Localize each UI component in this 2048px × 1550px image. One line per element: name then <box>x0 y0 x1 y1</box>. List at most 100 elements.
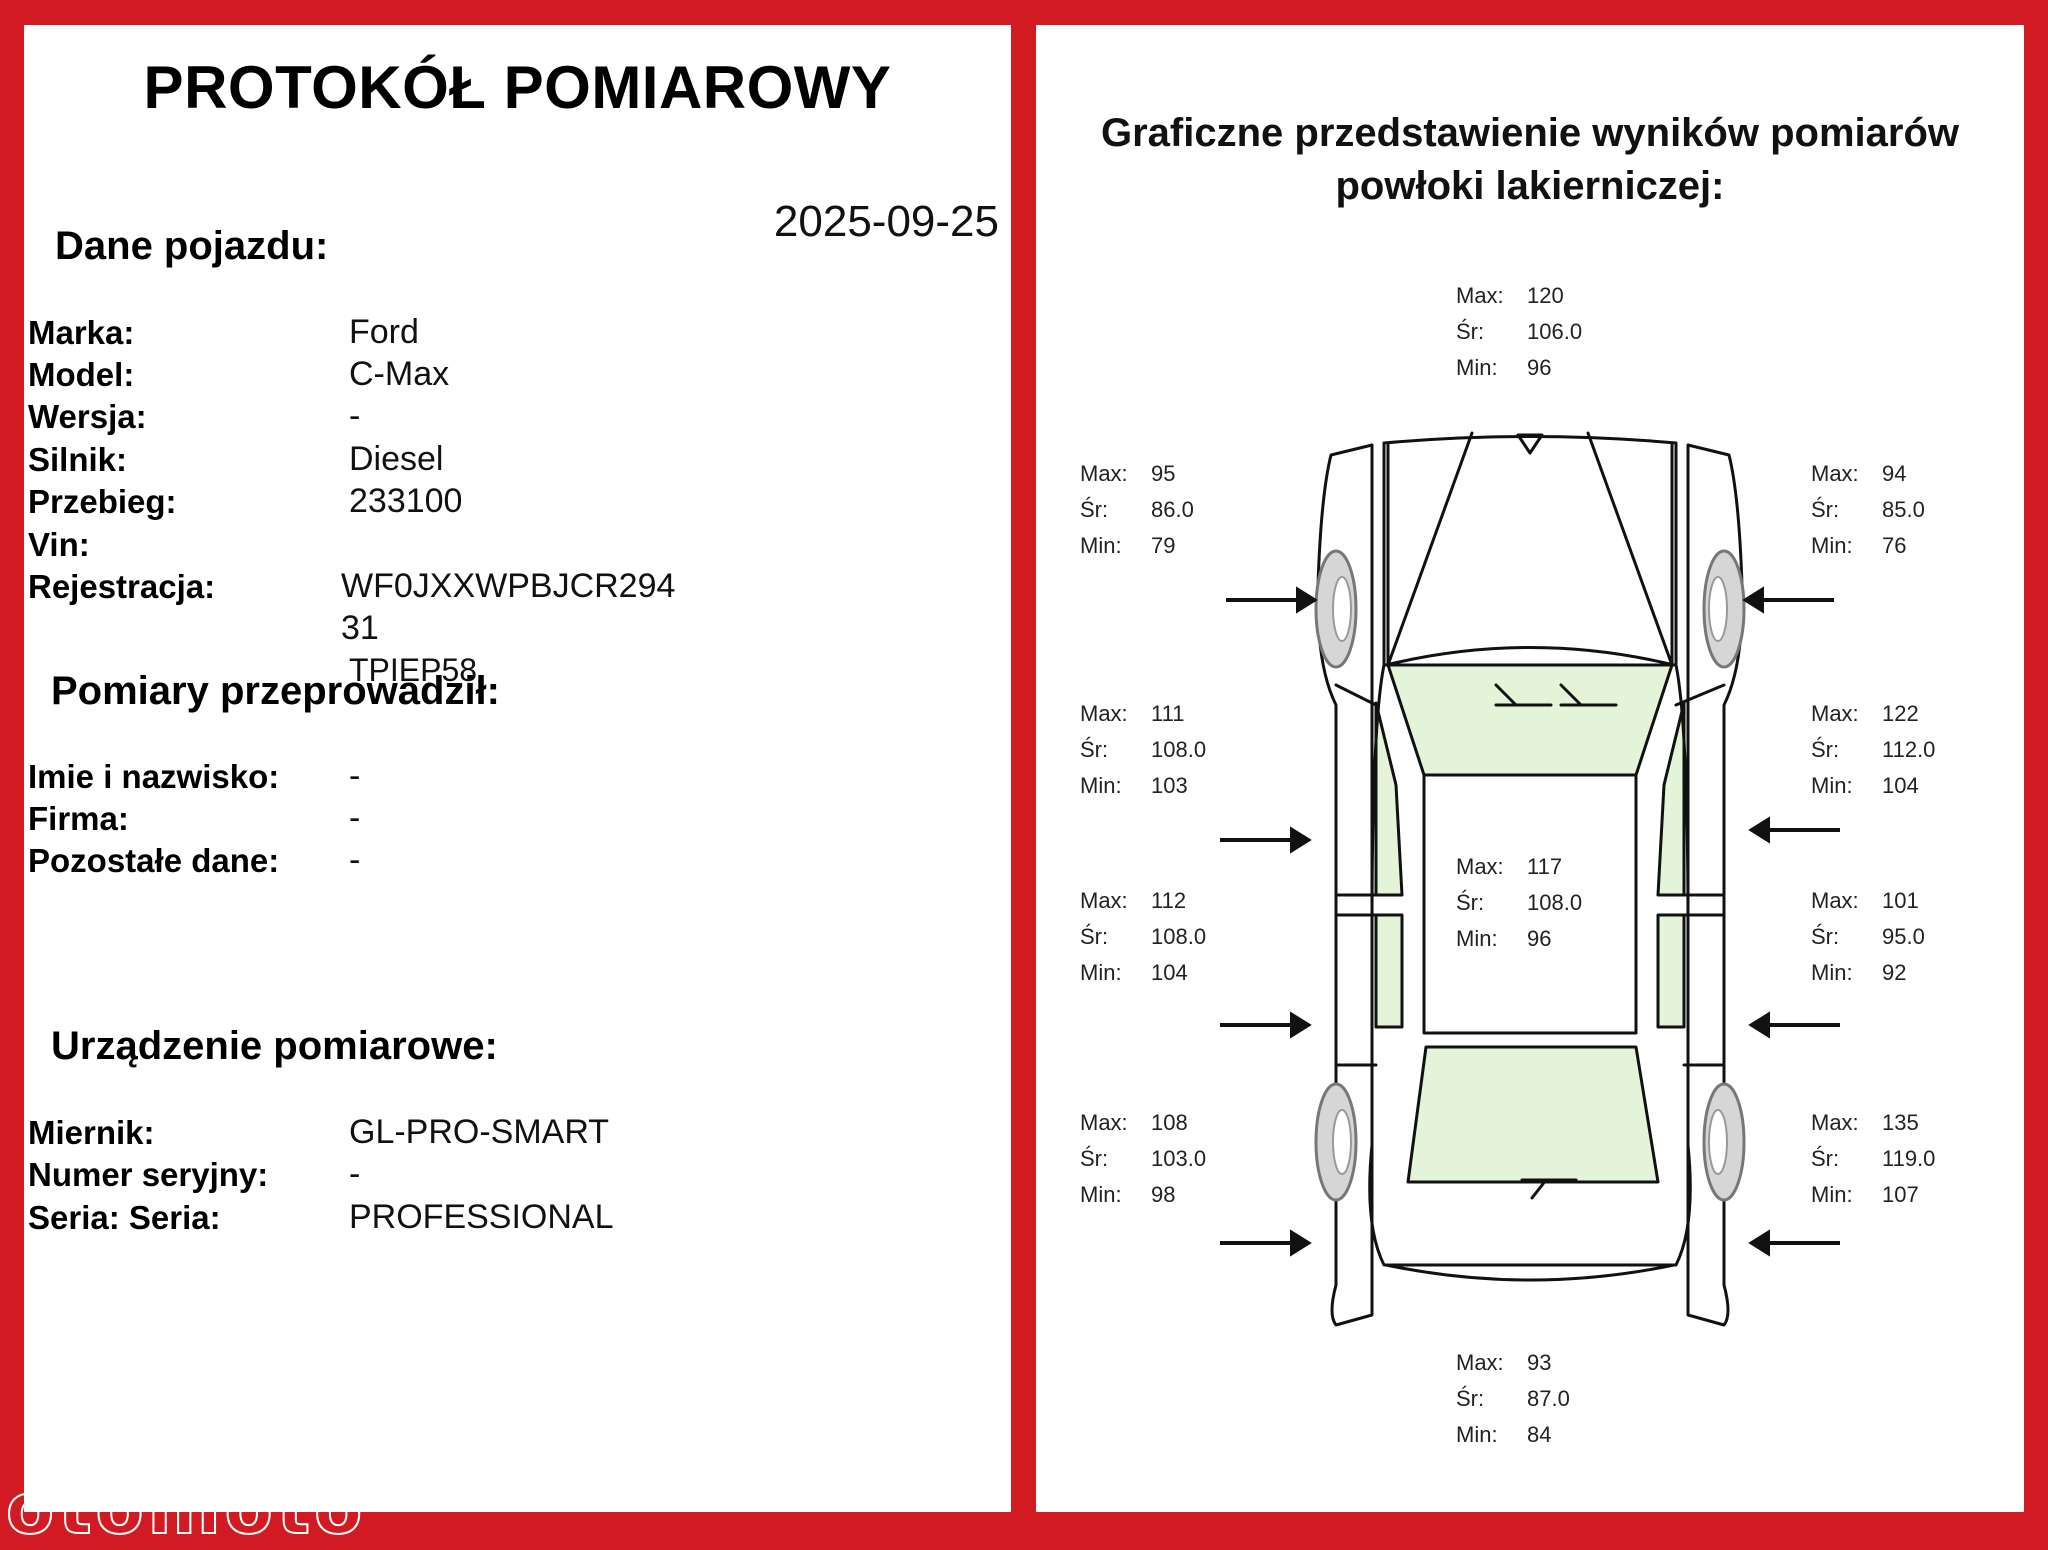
series-label: Seria: Seria: <box>28 1199 221 1236</box>
min-value: 76 <box>1882 533 1907 558</box>
company-value: - <box>349 799 361 837</box>
company-label: Firma: <box>28 800 129 837</box>
measurement-rear-right-door: Max:101 Śr:95.0 Min:92 <box>1811 888 1971 996</box>
make-label: Marka: <box>28 314 135 351</box>
avg-value: 87.0 <box>1527 1386 1570 1411</box>
max-value: 112 <box>1151 888 1187 913</box>
max-label: Max: <box>1080 701 1128 726</box>
avg-label: Śr: <box>1456 1386 1485 1411</box>
windshield-panel <box>1386 663 1674 777</box>
max-value: 111 <box>1151 701 1185 726</box>
min-value: 103 <box>1151 773 1188 798</box>
hood-lines <box>1386 431 1674 667</box>
registration-value: WF0JXXWPBJCR294 <box>341 567 676 605</box>
measurement-front-left-fender: Max: 95 Śr: 86.0 Min: 79 <box>1080 461 1240 569</box>
inspector-name-label: Imie i nazwisko: <box>28 758 280 795</box>
max-label: Max: <box>1080 888 1128 913</box>
mileage-label: Przebieg: <box>28 483 177 520</box>
avg-label: Śr: <box>1080 924 1109 949</box>
avg-label: Śr: <box>1811 497 1840 522</box>
measurement-front-left-door: Max: 111 Śr: 108.0 Min: 103 <box>1080 701 1240 809</box>
inspector-name-value: - <box>349 757 361 795</box>
min-value: 96 <box>1527 926 1552 951</box>
make-value: Ford <box>349 313 419 351</box>
min-label: Min: <box>1456 355 1498 380</box>
serial-label: Numer seryjny: <box>28 1156 269 1193</box>
measurement-date: 2025-09-25 <box>773 197 999 246</box>
vin-label: Vin: <box>28 526 90 563</box>
hood-emblem <box>1516 433 1544 455</box>
min-label: Min: <box>1811 1182 1853 1207</box>
mileage-value: 233100 <box>349 482 463 520</box>
other-data-value: - <box>349 841 361 879</box>
min-value: 79 <box>1151 533 1176 558</box>
min-value: 92 <box>1882 960 1907 985</box>
measurement-front-right-door: Max:122 Śr:112.0 Min:104 <box>1811 701 1971 809</box>
max-value: 95 <box>1151 461 1176 486</box>
left-rear-window <box>1374 913 1404 1029</box>
diagram-title-line1: Graficzne przedstawienie wyników pomiaró… <box>1101 111 1959 155</box>
model-value: C-Max <box>349 355 450 393</box>
max-value: 122 <box>1882 701 1919 726</box>
diagram-title-line2: powłoki lakierniczej: <box>1335 164 1725 208</box>
min-label: Min: <box>1811 960 1853 985</box>
avg-value: 108.0 <box>1151 924 1207 949</box>
avg-value: 86.0 <box>1151 497 1194 522</box>
diagram-title: Graficzne przedstawienie wyników pomiaró… <box>1036 107 2024 213</box>
min-label: Min: <box>1080 533 1122 558</box>
min-value: 107 <box>1882 1182 1919 1207</box>
avg-value: 85.0 <box>1882 497 1925 522</box>
max-value: 117 <box>1527 854 1563 879</box>
max-label: Max: <box>1811 701 1859 726</box>
roof-panel <box>1422 773 1638 1035</box>
right-rear-window <box>1656 913 1686 1029</box>
meter-value: GL-PRO-SMART <box>349 1113 610 1151</box>
measurement-rear-left-door: Max:112 Śr:108.0 Min:104 <box>1080 888 1240 996</box>
avg-label: Śr: <box>1080 497 1109 522</box>
car-outline-diagram <box>1220 431 1840 1327</box>
avg-label: Śr: <box>1811 924 1840 949</box>
engine-value: Diesel <box>349 440 444 478</box>
left-front-window <box>1374 701 1404 897</box>
avg-label: Śr: <box>1811 1146 1840 1171</box>
version-value: - <box>349 397 361 435</box>
serial-value: - <box>349 1155 361 1193</box>
right-front-window <box>1656 701 1686 897</box>
registration-value-overflow: 31 <box>341 609 379 647</box>
avg-value: 108.0 <box>1527 890 1583 915</box>
avg-value: 119.0 <box>1882 1146 1936 1171</box>
avg-label: Śr: <box>1080 1146 1109 1171</box>
engine-label: Silnik: <box>28 441 128 478</box>
avg-label: Śr: <box>1811 737 1840 762</box>
measurement-front-right-fender: Max:94 Śr:85.0 Min:76 <box>1811 461 1971 569</box>
inspector-heading: Pomiary przeprowadził: <box>51 669 500 713</box>
min-label: Min: <box>1811 533 1853 558</box>
rear-window-panel <box>1406 1045 1660 1184</box>
measurement-rear-left-quarter: Max:108 Śr:103.0 Min:98 <box>1080 1110 1240 1218</box>
version-label: Wersja: <box>28 398 147 435</box>
avg-label: Śr: <box>1456 890 1485 915</box>
avg-value: 95.0 <box>1882 924 1925 949</box>
min-value: 104 <box>1882 773 1919 798</box>
document-title: PROTOKÓŁ POMIAROWY <box>143 54 892 121</box>
model-label: Model: <box>28 356 135 393</box>
max-value: 108 <box>1151 1110 1188 1135</box>
min-label: Min: <box>1080 773 1122 798</box>
avg-label: Śr: <box>1080 737 1109 762</box>
registration-label: Rejestracja: <box>28 568 216 605</box>
max-value: 120 <box>1527 283 1564 308</box>
registration-plate: TPIEP58 <box>349 652 478 688</box>
min-label: Min: <box>1811 773 1853 798</box>
avg-value: 108.0 <box>1151 737 1207 762</box>
paint-diagram-panel: Graficzne przedstawienie wyników pomiaró… <box>1036 25 2024 1512</box>
min-label: Min: <box>1456 926 1498 951</box>
min-label: Min: <box>1080 960 1122 985</box>
avg-value: 106.0 <box>1527 319 1583 344</box>
measurement-rear-right-quarter: Max:135 Śr:119.0 Min:107 <box>1811 1110 1971 1218</box>
device-heading: Urządzenie pomiarowe: <box>51 1024 498 1068</box>
max-label: Max: <box>1456 854 1504 879</box>
max-label: Max: <box>1080 461 1128 486</box>
min-label: Min: <box>1456 1422 1498 1447</box>
series-value: PROFESSIONAL <box>349 1198 614 1236</box>
max-label: Max: <box>1456 1350 1504 1375</box>
